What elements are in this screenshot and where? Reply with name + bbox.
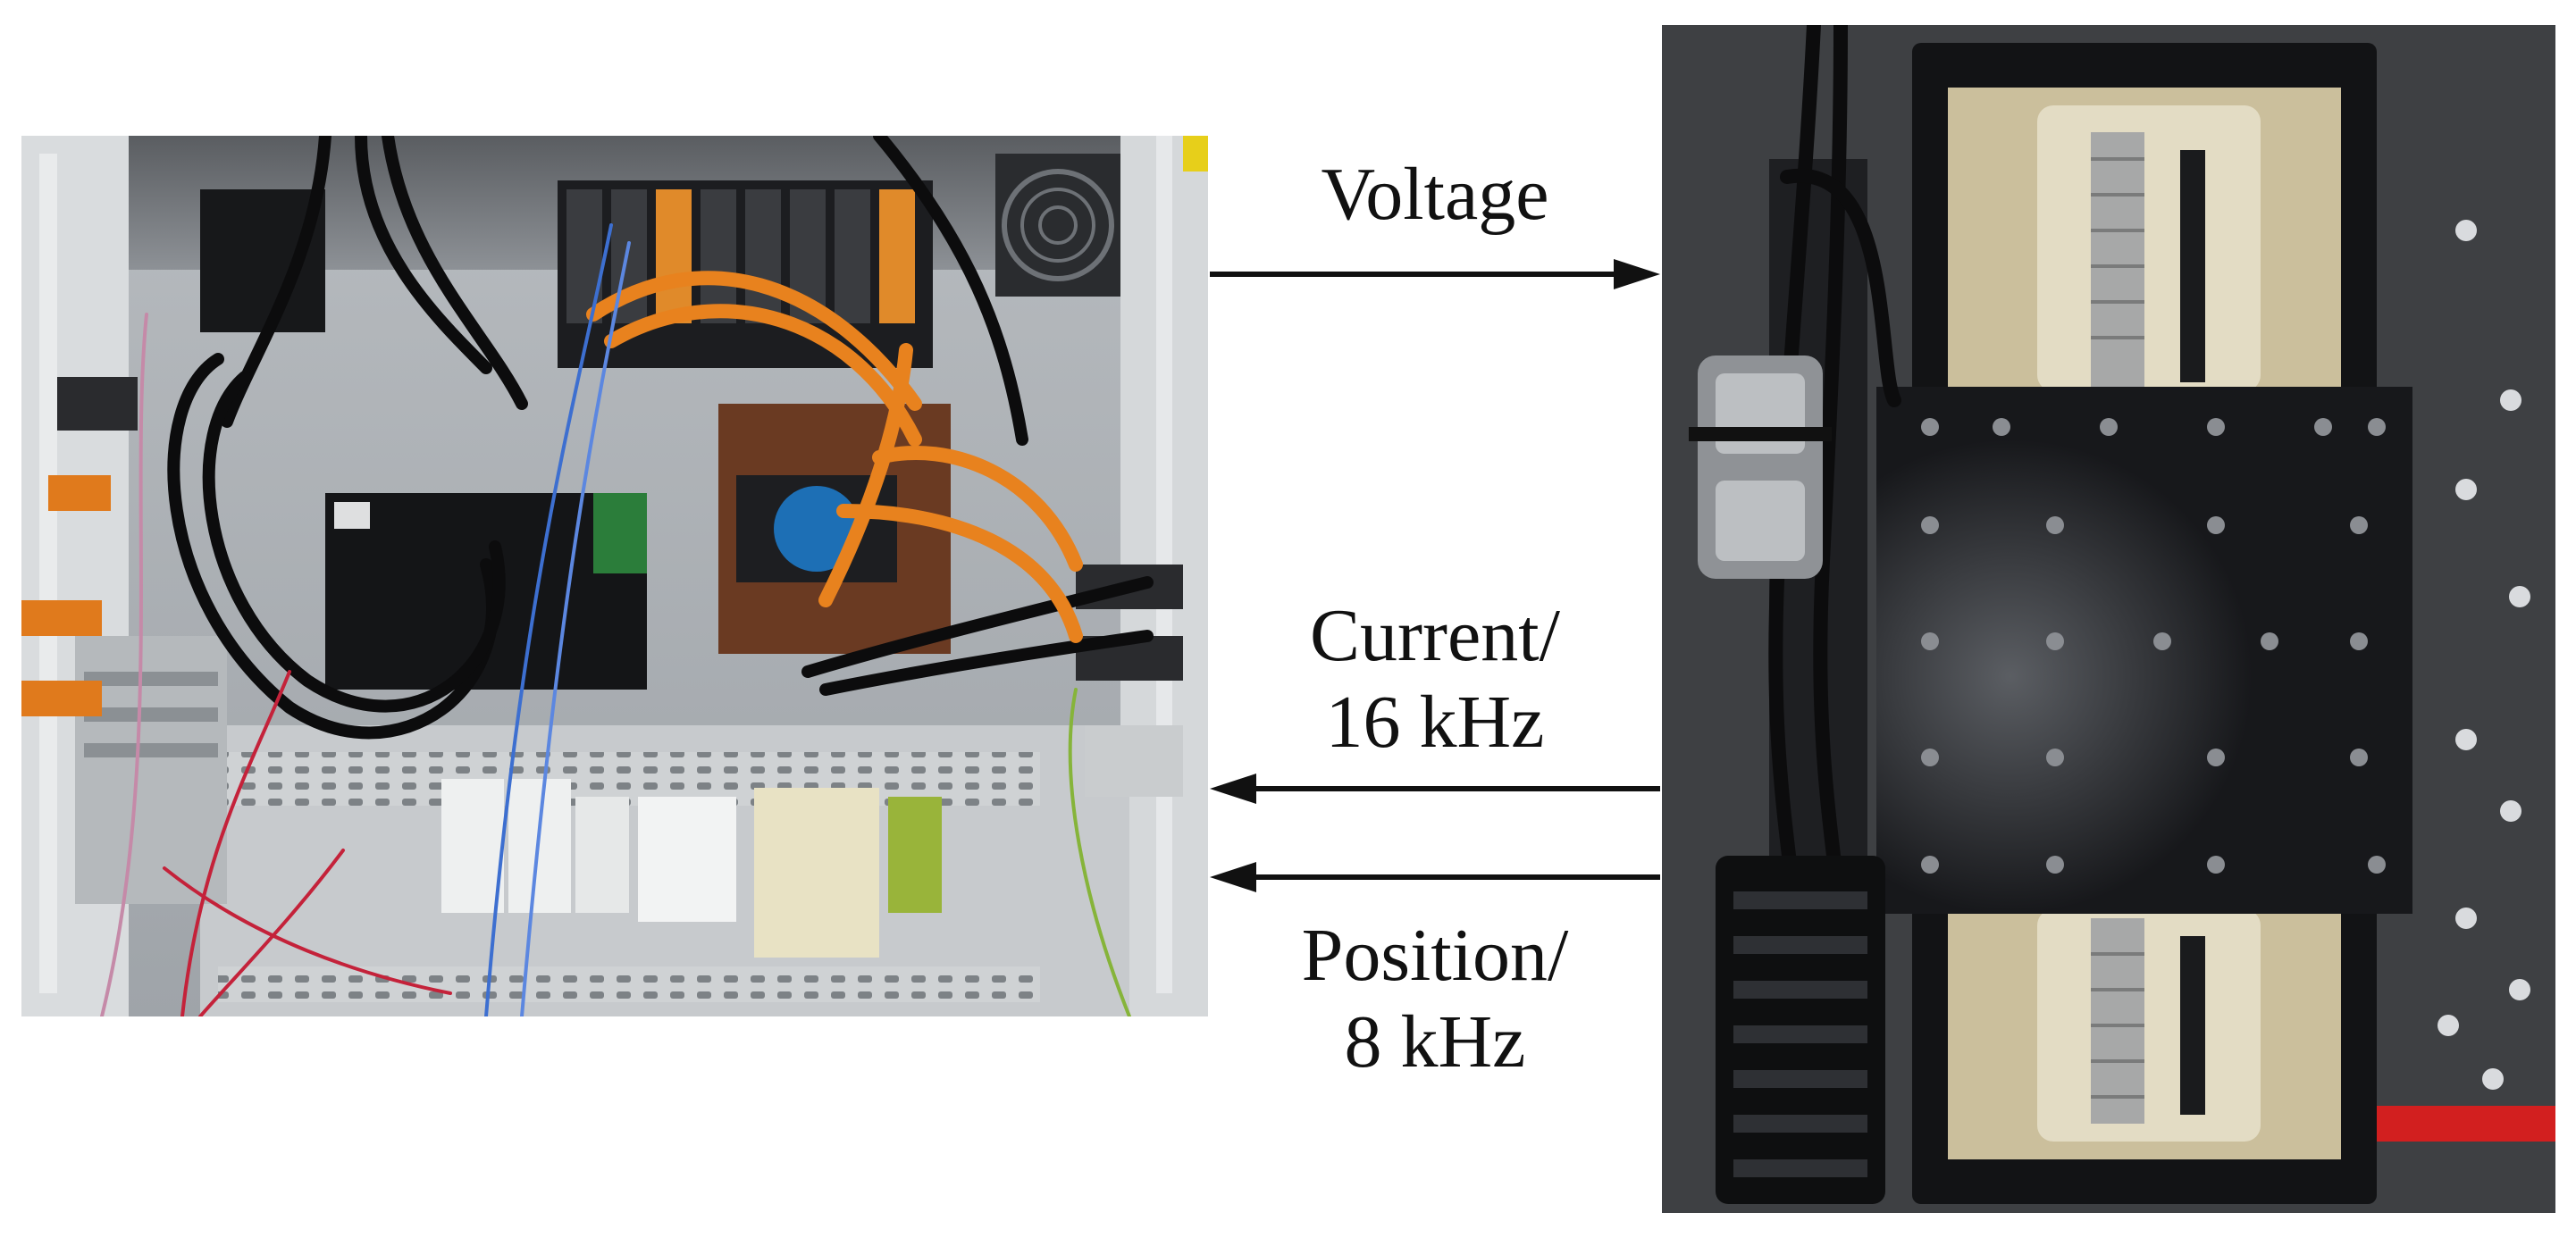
current-label: Current/ 16 kHz	[1208, 593, 1662, 765]
connector-left-2	[48, 475, 111, 511]
position-label-line2: 8 kHz	[1344, 1000, 1526, 1083]
voltage-arrow-head	[1614, 259, 1660, 289]
position-label: Position/ 8 kHz	[1208, 913, 1662, 1085]
red-strip	[2377, 1106, 2555, 1142]
linear-stage-photo	[1662, 25, 2555, 1213]
transformer-block	[718, 404, 951, 654]
connector-left-3	[21, 600, 102, 636]
magnet-track	[2091, 132, 2205, 1124]
control-cabinet-photo	[21, 136, 1208, 1016]
signal-arrows	[1210, 259, 1660, 892]
fan-icon	[995, 154, 1120, 297]
yellow-tag	[1183, 136, 1208, 171]
amp-connector	[1689, 356, 1832, 579]
orange-cables	[586, 271, 1083, 643]
connector-left-1	[57, 377, 138, 431]
position-arrow-head	[1210, 862, 1256, 892]
connector-right-3	[1085, 725, 1183, 797]
current-arrow-head	[1210, 774, 1256, 804]
signal-wires	[100, 223, 1131, 1016]
drive-unit-left	[200, 189, 325, 332]
carriage-plate	[1876, 387, 2412, 914]
current-label-line2: 16 kHz	[1325, 680, 1545, 764]
current-label-line1: Current/	[1310, 594, 1560, 677]
voltage-label: Voltage	[1321, 153, 1549, 236]
cable-drag-chain	[1716, 856, 1885, 1204]
connector-left-4	[21, 681, 102, 716]
position-label-line1: Position/	[1301, 914, 1569, 997]
black-cables	[167, 136, 1154, 740]
din-rail-tray	[200, 725, 1129, 1016]
table-holes	[2438, 220, 2530, 1090]
carriage-holes	[1921, 418, 2386, 874]
